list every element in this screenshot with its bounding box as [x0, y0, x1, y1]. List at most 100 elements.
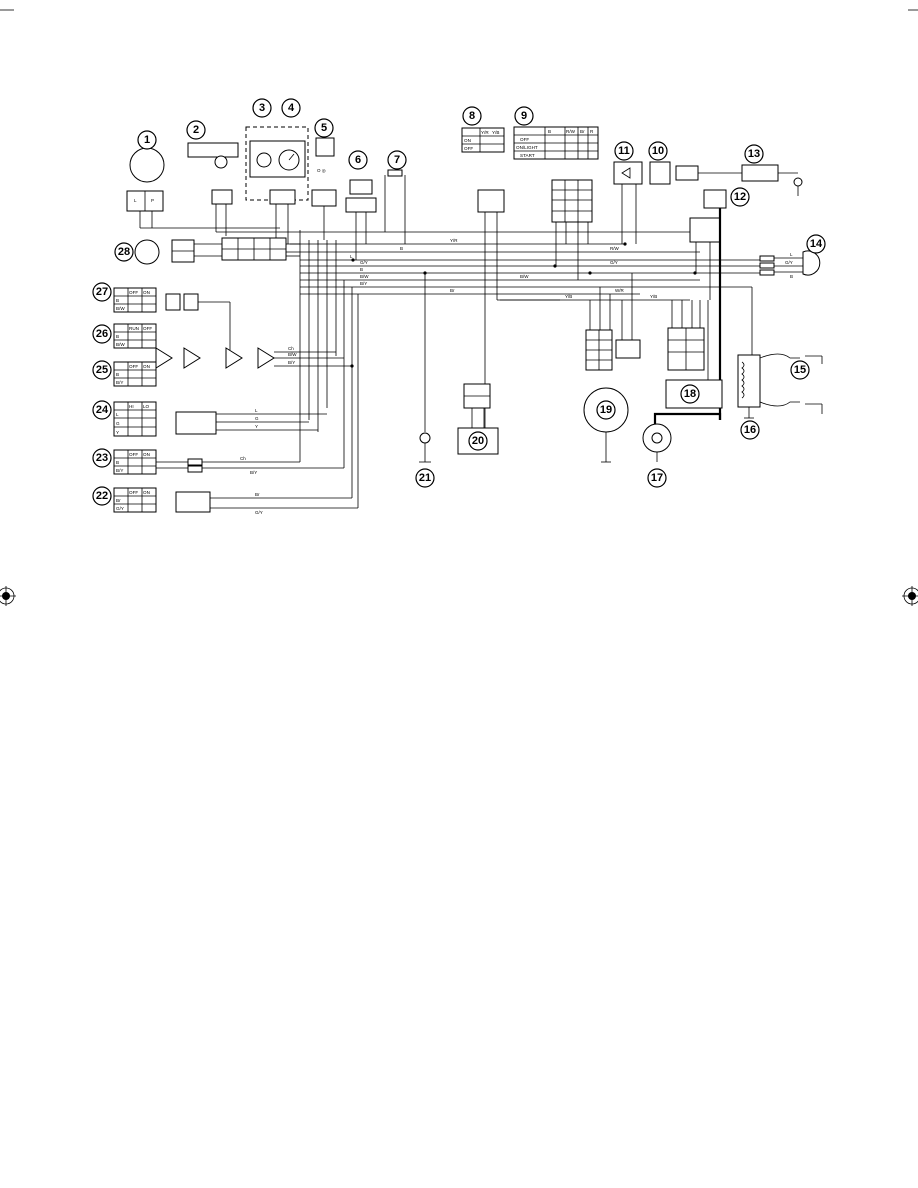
component-22-switch: OFF ON Br G/Y Br G/Y 22 — [92, 486, 358, 515]
callout-label: 10 — [652, 145, 664, 157]
callout-label: 27 — [96, 286, 108, 298]
callout-5 — [314, 118, 334, 138]
wire-label: Y/B — [565, 294, 572, 299]
component-26-switch: RUN OFF B B/W Ch B/W B/Y 26 — [92, 323, 352, 369]
wire-label: B/W — [520, 274, 529, 279]
wire-label: B/W — [360, 274, 369, 279]
callout-label: 5 — [321, 122, 327, 134]
component-14-headlight: L G/Y B 14 — [759, 234, 826, 279]
component-10-11: 11 10 — [613, 141, 720, 244]
component-25-switch: OFF ON B B/Y 25 — [92, 360, 157, 387]
callout-26 — [92, 324, 112, 344]
switch-header: Y/R — [481, 130, 489, 135]
callout-6 — [348, 150, 368, 170]
switch-header: OFF — [129, 364, 138, 369]
component-23-switch: OFF ON B B/Y Ch B/Y 23 — [92, 448, 344, 475]
switch-header: ON — [143, 452, 150, 457]
callout-label: 3 — [259, 102, 265, 114]
callout-label: 12 — [734, 191, 746, 203]
callout-label: 16 — [744, 424, 756, 436]
switch-header: Y/B — [492, 130, 499, 135]
switch-header: RUN — [129, 326, 139, 331]
switch-header: Br — [580, 129, 585, 134]
component-3-4-meter: 3 4 — [245, 98, 309, 244]
callout-20 — [468, 431, 488, 451]
callout-15 — [790, 360, 810, 380]
wire-label: B/W — [288, 352, 297, 357]
component-9-main-switch: B R/W Br R OFF ON/LIGHT START 9 — [513, 106, 599, 280]
wire-label: Y — [255, 424, 258, 429]
wire-label: Br — [255, 492, 260, 497]
wire-label: B/Y — [250, 470, 257, 475]
left-harness-drops — [299, 230, 359, 508]
component-20: 20 — [457, 383, 499, 455]
wire-label: L — [350, 254, 353, 259]
callout-13 — [744, 144, 764, 164]
callout-22 — [92, 486, 112, 506]
wire-label: R/W — [610, 246, 620, 251]
callout-2 — [186, 120, 206, 140]
callout-label: 2 — [193, 124, 199, 136]
callout-10 — [648, 141, 668, 161]
callout-18 — [680, 384, 700, 404]
svg-text:O ◎: O ◎ — [317, 168, 327, 173]
component-28: 28 — [114, 237, 300, 265]
callout-23 — [92, 448, 112, 468]
wire-label: L — [790, 252, 793, 257]
wire-label: B/Y — [360, 281, 367, 286]
switch-row: OFF — [464, 146, 473, 151]
switch-header: B — [548, 129, 551, 134]
svg-text:L: L — [134, 198, 137, 203]
callout-9 — [514, 106, 534, 126]
callout-label: 21 — [419, 472, 431, 484]
callout-label: 9 — [521, 110, 527, 122]
svg-text:P: P — [151, 198, 154, 203]
wire-label: Ch — [288, 346, 294, 351]
wire-label: W/R — [615, 288, 624, 293]
wire-label: G/Y — [360, 260, 368, 265]
switch-row: B/Y — [116, 380, 123, 385]
callout-8 — [462, 106, 482, 126]
switch-row: Y — [116, 430, 119, 435]
component-19-generator: 19 — [583, 273, 641, 463]
callout-label: 25 — [96, 364, 108, 376]
switch-header: OFF — [129, 290, 138, 295]
callout-21 — [415, 468, 435, 488]
wire-label: B — [400, 246, 403, 251]
switch-row: G/Y — [116, 506, 124, 511]
wire-label: G/Y — [610, 260, 618, 265]
component-15-16-ignition: 15 16 — [700, 286, 823, 440]
callout-1 — [137, 130, 157, 150]
callout-label: 8 — [469, 110, 475, 122]
switch-row: START — [520, 153, 535, 158]
switch-header: ON — [143, 364, 150, 369]
crop-marks — [0, 9, 918, 606]
wire-label: Ch — [240, 456, 246, 461]
switch-row: B/W — [116, 342, 125, 347]
callout-25 — [92, 360, 112, 380]
registration-mark-left — [0, 586, 16, 606]
switch-header: R/W — [566, 129, 576, 134]
switch-row: B/W — [116, 306, 125, 311]
callout-label: 26 — [96, 328, 108, 340]
wire-label: B/Y — [288, 360, 295, 365]
switch-header: OFF — [129, 452, 138, 457]
callout-label: 6 — [355, 154, 361, 166]
switch-header: OFF — [143, 326, 152, 331]
wire-label: Y/B — [650, 294, 657, 299]
wire-label: B — [360, 267, 363, 272]
switch-header: LO — [143, 404, 150, 409]
switch-row: Br — [116, 498, 121, 503]
switch-header: HI — [129, 404, 134, 409]
wire-label: Br — [450, 288, 455, 293]
switch-row: ON/LIGHT — [516, 145, 538, 150]
switch-row: B — [116, 334, 119, 339]
switch-header: ON — [143, 290, 150, 295]
wire-label: G/Y — [785, 260, 793, 265]
callout-label: 23 — [96, 452, 108, 464]
wire-label: B — [790, 274, 793, 279]
callout-label: 22 — [96, 490, 108, 502]
switch-row: B — [116, 372, 119, 377]
registration-mark-right — [902, 586, 918, 606]
